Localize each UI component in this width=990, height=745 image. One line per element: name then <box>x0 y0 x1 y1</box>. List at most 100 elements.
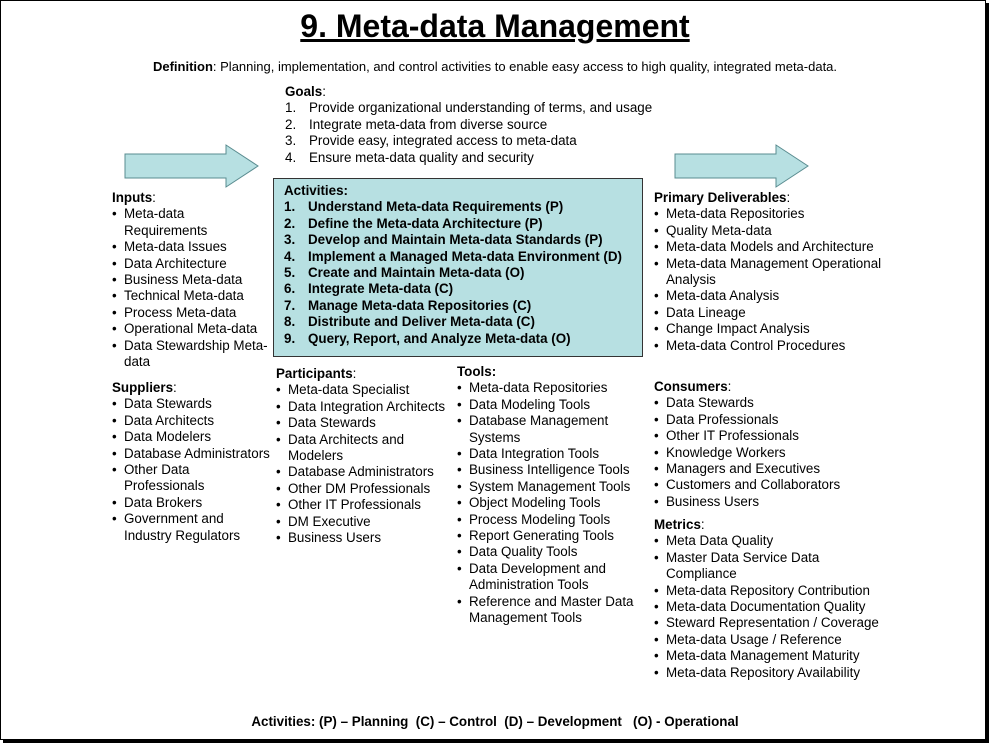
list-item: 3.Provide easy, integrated access to met… <box>285 133 577 149</box>
list-item: Data Brokers <box>112 495 270 512</box>
tools-heading: Tools: <box>457 364 497 379</box>
list-item: 8.Distribute and Deliver Meta-data (C) <box>284 314 535 330</box>
list-item: Data Quality Tools <box>457 544 642 561</box>
definition-label: Definition <box>152 59 213 74</box>
list-item: Data Stewards <box>276 415 451 432</box>
list-item: 1.Understand Meta-data Requirements (P) <box>284 199 564 215</box>
list-item: Meta-data Repositories <box>457 380 642 397</box>
metrics-heading: Metrics: <box>654 517 705 532</box>
list-item: Steward Representation / Coverage <box>654 615 884 632</box>
activities-box <box>273 178 643 357</box>
list-item: Data Architects and Modelers <box>276 432 451 465</box>
input-arrow-icon <box>124 144 259 188</box>
inputs-heading: Inputs: <box>112 190 156 205</box>
list-item: Meta Data Quality <box>654 533 884 550</box>
list-item: Meta-data Specialist <box>276 382 451 399</box>
list-item: Other Data Professionals <box>112 462 270 495</box>
list-item: Meta-data Management Maturity <box>654 648 884 665</box>
list-item: Business Meta-data <box>112 272 270 289</box>
tools-section: Tools: Meta-data Repositories Data Model… <box>457 364 642 627</box>
consumers-section: Consumers: Data Stewards Data Profession… <box>654 379 884 511</box>
consumers-heading: Consumers: <box>654 379 732 394</box>
list-item: Reference and Master Data Management Too… <box>457 594 642 627</box>
list-item: Operational Meta-data <box>112 321 270 338</box>
list-item: 3.Develop and Maintain Meta-data Standar… <box>284 232 603 248</box>
list-item: 5.Create and Maintain Meta-data (O) <box>284 265 525 281</box>
inputs-list: Meta-data Requirements Meta-data Issues … <box>112 206 270 370</box>
list-item: Knowledge Workers <box>654 445 884 462</box>
goals-list: 1.Provide organizational understanding o… <box>285 100 652 166</box>
list-item: Other IT Professionals <box>276 497 451 514</box>
consumers-list: Data Stewards Data Professionals Other I… <box>654 395 884 510</box>
list-item: Business Intelligence Tools <box>457 462 642 479</box>
list-item: Meta-data Control Procedures <box>654 338 884 355</box>
metrics-list: Meta Data Quality Master Data Service Da… <box>654 533 884 681</box>
list-item: DM Executive <box>276 514 451 531</box>
tools-list: Meta-data Repositories Data Modeling Too… <box>457 380 642 626</box>
metrics-section: Metrics: Meta Data Quality Master Data S… <box>654 517 884 681</box>
page-title: 9. Meta-data Management <box>300 8 690 44</box>
suppliers-section: Suppliers: Data Stewards Data Architects… <box>112 380 270 544</box>
inputs-section: Inputs: Meta-data Requirements Meta-data… <box>112 190 270 370</box>
activity-legend: Activities: (P) – Planning (C) – Control… <box>251 714 739 729</box>
list-item: Technical Meta-data <box>112 288 270 305</box>
list-item: Data Modelers <box>112 429 270 446</box>
list-item: Other IT Professionals <box>654 428 884 445</box>
list-item: Meta-data Documentation Quality <box>654 599 884 616</box>
list-item: Government and Industry Regulators <box>112 511 270 544</box>
list-item: Data Stewards <box>112 396 270 413</box>
list-item: Meta-data Repositories <box>654 206 884 223</box>
list-item: Meta-data Analysis <box>654 288 884 305</box>
definition: Definition: Planning, implementation, an… <box>0 59 990 74</box>
list-item: Quality Meta-data <box>654 223 884 240</box>
list-item: System Management Tools <box>457 479 642 496</box>
list-item: Process Modeling Tools <box>457 512 642 529</box>
suppliers-list: Data Stewards Data Architects Data Model… <box>112 396 270 544</box>
list-item: 2.Integrate meta-data from diverse sourc… <box>285 116 548 132</box>
list-item: 4.Ensure meta-data quality and security <box>285 149 534 165</box>
list-item: Data Architecture <box>112 256 270 273</box>
list-item: Data Lineage <box>654 305 884 322</box>
list-item: Meta-data Repository Contribution <box>654 583 884 600</box>
list-item: Database Management Systems <box>457 413 642 446</box>
definition-text: : Planning, implementation, and control … <box>212 59 838 74</box>
list-item: Meta-data Usage / Reference <box>654 632 884 649</box>
list-item: Process Meta-data <box>112 305 270 322</box>
list-item: Report Generating Tools <box>457 528 642 545</box>
list-item: Business Users <box>654 494 884 511</box>
deliverables-heading: Primary Deliverables: <box>654 190 791 205</box>
list-item: Data Stewardship Meta-data <box>112 338 270 371</box>
list-item: Meta-data Management Operational Analysi… <box>654 256 884 289</box>
list-item: Data Professionals <box>654 412 884 429</box>
suppliers-heading: Suppliers: <box>112 380 177 395</box>
activities-section: Activities: 1.Understand Meta-data Requi… <box>284 183 622 347</box>
goals-heading: Goals: <box>285 84 326 99</box>
list-item: Customers and Collaborators <box>654 477 884 494</box>
list-item: Change Impact Analysis <box>654 321 884 338</box>
frame-shadow <box>3 740 989 743</box>
activities-list: 1.Understand Meta-data Requirements (P) … <box>284 199 622 347</box>
list-item: Database Administrators <box>112 446 270 463</box>
goals-section: Goals: 1.Provide organizational understa… <box>285 84 652 166</box>
list-item: Object Modeling Tools <box>457 495 642 512</box>
activities-heading: Activities: <box>284 183 348 198</box>
deliverables-section: Primary Deliverables: Meta-data Reposito… <box>654 190 884 354</box>
list-item: 7.Manage Meta-data Repositories (C) <box>284 297 532 313</box>
list-item: 9.Query, Report, and Analyze Meta-data (… <box>284 330 571 346</box>
list-item: Managers and Executives <box>654 461 884 478</box>
list-item: Data Stewards <box>654 395 884 412</box>
list-item: Data Integration Tools <box>457 446 642 463</box>
frame-shadow <box>986 3 989 743</box>
list-item: 2.Define the Meta-data Architecture (P) <box>284 215 543 231</box>
participants-heading: Participants: <box>276 366 357 381</box>
list-item: Data Integration Architects <box>276 399 451 416</box>
participants-section: Participants: Meta-data Specialist Data … <box>276 366 451 547</box>
list-item: Master Data Service Data Compliance <box>654 550 884 583</box>
list-item: 4.Implement a Managed Meta-data Environm… <box>284 248 622 264</box>
list-item: Data Modeling Tools <box>457 397 642 414</box>
participants-list: Meta-data Specialist Data Integration Ar… <box>276 382 451 546</box>
list-item: Meta-data Repository Availability <box>654 665 884 682</box>
list-item: Data Development and Administration Tool… <box>457 561 642 594</box>
output-arrow-icon <box>674 144 809 188</box>
